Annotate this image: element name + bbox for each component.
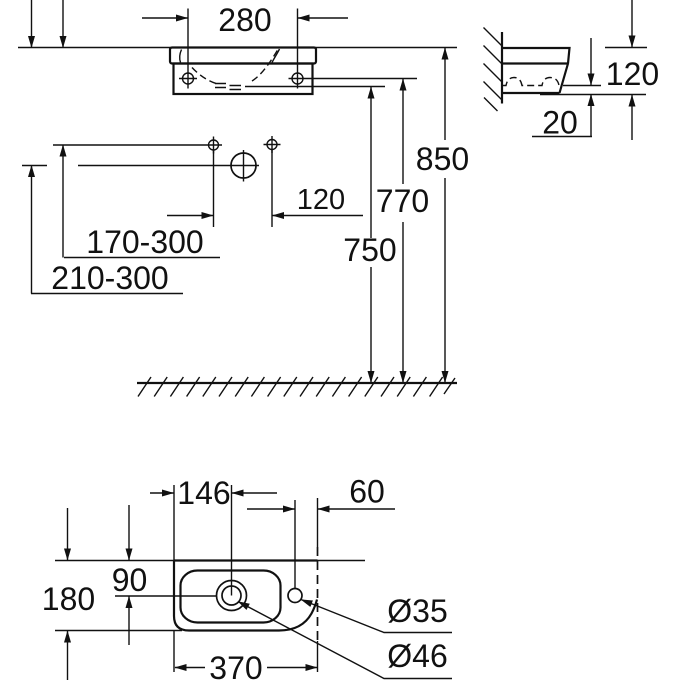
wall-hatching <box>483 27 503 112</box>
dim-height-750: 750 <box>343 86 397 383</box>
bowl-hidden-edge-left <box>191 67 217 85</box>
basin-side-profile <box>502 46 571 95</box>
dim-label-280: 280 <box>218 2 271 38</box>
dim-label-60: 60 <box>349 474 385 510</box>
dim-label-120-offset: 120 <box>297 184 345 216</box>
front-view <box>18 46 457 96</box>
basin-rim-front <box>168 46 318 65</box>
dim-label-170-300: 170-300 <box>86 224 203 260</box>
dim-depth-180: 180 <box>42 508 95 680</box>
floor-hatching <box>137 376 456 397</box>
leader-drain-diameter: Ø46 <box>237 600 452 680</box>
leader-tap-hole-diameter: Ø35 <box>300 593 452 634</box>
dim-height-850: 850 <box>416 47 469 383</box>
dim-label-180: 180 <box>42 581 95 617</box>
basin-outline-plan <box>172 560 319 632</box>
dim-drain-depth-90: 90 <box>112 505 148 645</box>
dim-label-d46: Ø46 <box>387 638 447 674</box>
mounting-holes-detail: 120 <box>167 136 363 227</box>
dim-hole-offset-120: 120 <box>167 184 363 219</box>
dim-label-750: 750 <box>343 232 396 268</box>
dim-label-210-300: 210-300 <box>51 260 168 296</box>
dim-hole-spacing-280: 280 <box>142 2 348 69</box>
trap-outlet-symbol <box>228 150 259 182</box>
dim-height-770: 770 <box>376 78 429 383</box>
installation-height-dimensions: 750 770 850 <box>137 47 469 397</box>
drain-hidden-front <box>215 82 241 91</box>
fixing-hole-front-left <box>179 69 197 89</box>
side-view: 120 20 <box>483 0 659 141</box>
floor-line <box>137 376 457 397</box>
rim-inner-edge-right <box>271 48 281 63</box>
dim-basin-height-120: 120 <box>540 0 659 140</box>
fixing-hole-front-right <box>288 69 307 89</box>
dim-label-146: 146 <box>177 475 230 511</box>
bracket-height-dimensions: 170-300 210-300 <box>22 0 228 296</box>
dim-label-850: 850 <box>416 141 469 177</box>
dim-base-thickness-20: 20 <box>532 38 601 141</box>
dim-width-370: 370 <box>174 650 318 680</box>
bowl-hidden-side <box>503 76 560 87</box>
dim-drain-offset-146: 146 <box>150 475 277 511</box>
dim-label-20: 20 <box>542 105 578 141</box>
bowl-hidden-edge-right <box>251 49 279 82</box>
rim-inner-edge-left <box>178 49 183 63</box>
plan-view: 146 60 90 180 370 Ø35 Ø46 <box>42 474 452 680</box>
tap-hole <box>287 587 303 604</box>
dim-label-370: 370 <box>209 650 262 680</box>
dim-tap-hole-60: 60 <box>247 474 395 513</box>
dim-label-90: 90 <box>112 562 148 598</box>
dim-label-770: 770 <box>376 183 429 219</box>
dim-label-120-side: 120 <box>606 56 659 92</box>
dim-label-d35: Ø35 <box>387 593 447 629</box>
